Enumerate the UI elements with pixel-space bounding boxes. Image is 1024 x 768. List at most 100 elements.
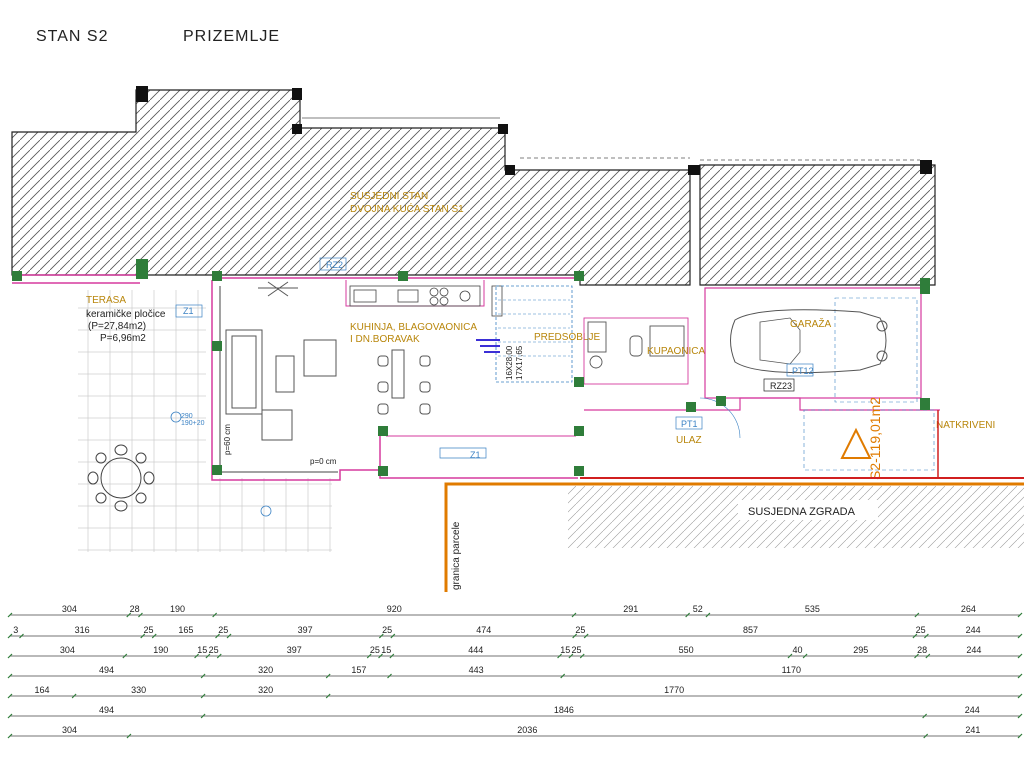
dimension-label: 28 (917, 645, 927, 655)
dimension-label: 494 (99, 665, 114, 675)
dimension-tick (212, 612, 218, 618)
terrace-title: TERASA (86, 295, 126, 306)
neighbour-building-label: SUSJEDNA ZGRADA (748, 506, 856, 518)
dimension-label: 550 (679, 645, 694, 655)
plot-boundary-label: granica parcele (451, 521, 462, 590)
level-label-0: p=0 cm (310, 457, 337, 466)
kitchen-label-1: KUHINJA, BLAGOVAONICA (350, 322, 477, 333)
dimension-label: 316 (75, 625, 90, 635)
dimension-tick (7, 733, 13, 739)
dimension-label: 15 (381, 645, 391, 655)
dimension-label: 1170 (782, 665, 801, 675)
dimension-label: 320 (258, 685, 273, 695)
dimension-tick (126, 612, 132, 618)
dimension-tick (325, 673, 331, 679)
living-furniture (225, 281, 431, 441)
bathroom (583, 317, 689, 385)
dimension-tick (914, 653, 919, 659)
plot-boundary-line (444, 482, 1024, 592)
kitchen-label-2: I DN.BORAVAK (350, 334, 420, 345)
dimension-label: 295 (853, 645, 868, 655)
dimension-tick (216, 653, 222, 659)
garage (704, 287, 922, 403)
dimension-tick (7, 673, 13, 679)
dimension-tick (568, 653, 574, 659)
dimension-label: 25 (382, 625, 392, 635)
dimension-tick (923, 733, 929, 739)
floor-title: PRIZEMLJE (183, 28, 281, 45)
dimension-label: 320 (258, 665, 273, 675)
dimension-label: 244 (966, 645, 981, 655)
dimension-label: 304 (60, 645, 75, 655)
dimension-label: 330 (131, 685, 146, 695)
dimension-tick (126, 733, 132, 739)
dimension-label: 1770 (664, 685, 684, 695)
dimension-label: 25 (575, 625, 585, 635)
dimension-tick (914, 612, 920, 618)
neighbour-apartment (11, 86, 936, 286)
dimension-label: 165 (178, 625, 193, 635)
dimension-label: 1846 (554, 705, 574, 715)
pt12-tag: PT12 (792, 366, 814, 376)
dimension-tick (200, 693, 206, 699)
window-dim-label: 190+20 (181, 420, 205, 427)
dimension-tick (560, 673, 566, 679)
dimension-tick (925, 653, 931, 659)
dimension-tick (1017, 653, 1023, 659)
dimension-label: 264 (961, 604, 976, 614)
dimension-tick (19, 633, 24, 639)
dimension-label: 15 (560, 645, 570, 655)
window-tag-z1: Z1 (183, 306, 194, 316)
dimension-tick (205, 653, 211, 659)
dimension-tick (1017, 733, 1023, 739)
dimension-label: 244 (965, 705, 980, 715)
dimension-label: 444 (468, 645, 483, 655)
dimension-label: 190 (170, 604, 185, 614)
dimension-tick (366, 653, 372, 659)
dimension-tick (685, 612, 691, 618)
dimension-tick (787, 653, 793, 659)
dimension-tick (390, 633, 396, 639)
dimension-tick (71, 693, 77, 699)
dimension-tick (1017, 693, 1023, 699)
dimension-tick (1017, 673, 1023, 679)
dimension-tick (7, 653, 13, 659)
dimension-tick (557, 653, 562, 659)
terrace-area-1: (P=27,84m2) (88, 321, 146, 332)
dimension-label: 157 (351, 665, 366, 675)
dimension-tick (378, 653, 383, 659)
kitchen-counter (349, 285, 503, 317)
dimension-label: 40 (793, 645, 803, 655)
dimension-tick (151, 633, 157, 639)
dimension-label: 920 (387, 604, 402, 614)
dimension-tick (1017, 633, 1023, 639)
dimension-label: 3 (13, 625, 18, 635)
dimension-label: 304 (62, 604, 77, 614)
dimension-tick (1017, 713, 1023, 719)
dimension-label: 244 (966, 625, 981, 635)
dimension-label: 25 (572, 645, 582, 655)
dimension-tick (140, 633, 146, 639)
dimension-tick (572, 633, 578, 639)
dimension-tick (226, 633, 232, 639)
entry-area (584, 397, 940, 471)
dimension-label: 25 (209, 645, 219, 655)
dimension-tick (389, 653, 395, 659)
dimension-tick (571, 612, 577, 618)
dimension-tick (7, 693, 13, 699)
dimension-label: 25 (143, 625, 153, 635)
dimension-label: 241 (965, 725, 980, 735)
dimension-label: 25 (218, 625, 228, 635)
terrace-material: keramičke pločice (86, 309, 166, 320)
dimension-label: 304 (62, 725, 77, 735)
neighbour-label-2: DVOJNA KUĆA STAN S1 (350, 202, 464, 215)
dimension-tick (138, 612, 143, 618)
hall-label: PREDSOBLJE (534, 332, 600, 343)
bathroom-label: KUPAONICA (647, 346, 705, 357)
dimension-tick (200, 713, 206, 719)
entry-label: ULAZ (676, 435, 702, 446)
dimension-label: 52 (693, 604, 703, 614)
staircase (476, 285, 573, 383)
area-label: S2-119,01m2 (867, 397, 883, 480)
